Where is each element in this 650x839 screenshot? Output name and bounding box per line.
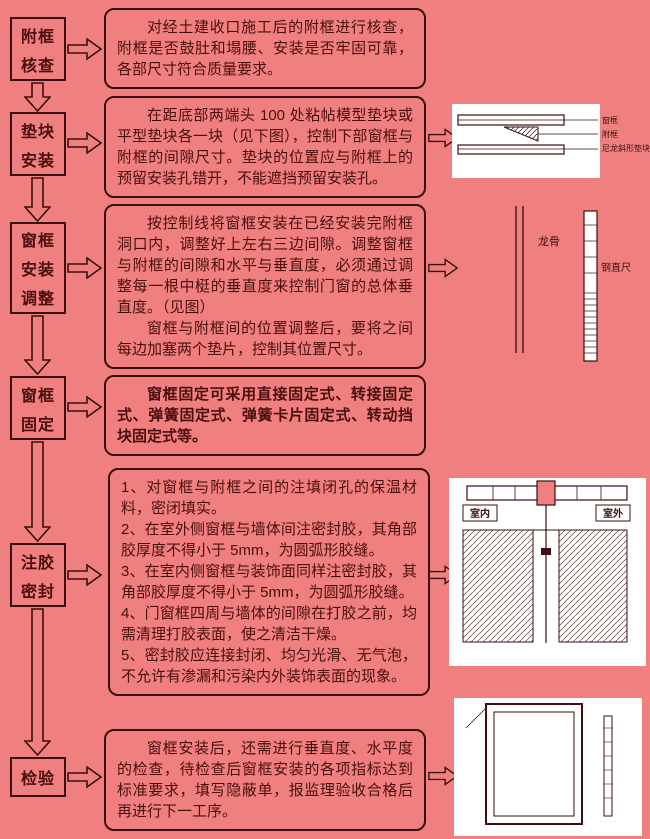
plumb-check-diagram: 龙骨 钢直尺 bbox=[515, 206, 631, 362]
step-seal-injection: 注胶 密封 bbox=[10, 543, 66, 607]
process-text: 窗框安装后，还需进行垂直度、水平度的检查，待检查后窗框安装的各项指标达到标准要求… bbox=[117, 740, 413, 820]
step-frame-fix: 窗框 固定 bbox=[10, 376, 66, 440]
process-text: 5、密封胶应连接封闭、均匀光滑、无气泡，不允许有渗漏和污染内外装饰表面的现象。 bbox=[121, 647, 417, 685]
step-label-line: 垫块 bbox=[20, 123, 55, 141]
process-text: 按控制线将窗框安装在已经安装完附框洞口内，调整好上左右三边间隙。调整窗框与附框的… bbox=[117, 215, 413, 316]
pad-diagram-label-subframe: 附框 bbox=[602, 130, 618, 139]
step-label-line: 检验 bbox=[20, 771, 55, 788]
process-text: 在距底部两端头 100 处粘帖模型垫块或平型垫块各一块（见下图），控制下部窗框与… bbox=[117, 107, 413, 187]
right-arrow-icon bbox=[67, 38, 102, 60]
step-label-line: 安装 bbox=[20, 152, 55, 170]
process-text: 窗框与附框间的位置调整后，要将之间每边加塞两个垫片，控制其位置尺寸。 bbox=[117, 320, 413, 358]
right-arrow-icon bbox=[67, 766, 102, 788]
step-label-line: 窗框 bbox=[20, 233, 55, 250]
right-arrow-icon bbox=[67, 396, 102, 418]
down-arrow-icon bbox=[24, 177, 51, 222]
step-label-line: 窗框 bbox=[20, 387, 55, 405]
process-box-frame-check: 对经土建收口施工后的附框进行核查，附框是否鼓肚和塌腰、安装是否牢固可靠，各部尺寸… bbox=[104, 8, 426, 89]
seal-label-indoor: 室内 bbox=[470, 507, 490, 520]
down-arrow-icon bbox=[24, 82, 51, 112]
process-text: 4、门窗框四周与墙体的间隙在打胶之前，均需清理打胶表面，使之清洁干燥。 bbox=[121, 605, 417, 643]
process-box-sealing: 1、对窗框与附框之间的注填闭孔的保温材料，密闭填实。 2、在室外侧窗框与墙体间注… bbox=[108, 468, 430, 696]
step-label-line: 安装 bbox=[20, 262, 55, 279]
step-label-line: 附框 bbox=[20, 28, 55, 46]
down-arrow-icon bbox=[24, 441, 51, 542]
step-label-line: 注胶 bbox=[20, 554, 55, 572]
sealing-section-diagram: 室内 室外 bbox=[449, 478, 646, 666]
right-arrow-icon bbox=[67, 257, 102, 279]
process-text: 3、在室内侧窗框与装饰面同样注密封胶，其角部胶厚度不得小于 5mm，为圆弧形胶缝… bbox=[121, 563, 417, 601]
step-pad-install: 垫块 安装 bbox=[10, 112, 66, 176]
down-arrow-icon bbox=[24, 608, 51, 756]
step-label-line: 密封 bbox=[20, 583, 55, 601]
right-arrow-icon bbox=[428, 128, 458, 148]
right-arrow-icon bbox=[428, 258, 458, 278]
step-attached-frame-check: 附框 核查 bbox=[10, 17, 66, 81]
process-text: 窗框固定可采用直接固定式、转接固定式、弹簧固定式、弹簧卡片固定式、转动挡块固定式… bbox=[117, 386, 413, 445]
process-text: 对经土建收口施工后的附框进行核查，附框是否鼓肚和塌腰、安装是否牢固可靠，各部尺寸… bbox=[117, 19, 413, 78]
right-arrow-icon bbox=[67, 132, 102, 154]
step-frame-install-adjust: 窗框 安装 调整 bbox=[10, 222, 66, 314]
step-label-line: 调整 bbox=[20, 291, 55, 308]
process-box-frame-adjust: 按控制线将窗框安装在已经安装完附框洞口内，调整好上左右三边间隙。调整窗框与附框的… bbox=[104, 204, 426, 369]
process-box-frame-fix: 窗框固定可采用直接固定式、转接固定式、弹簧固定式、弹簧卡片固定式、转动挡块固定式… bbox=[104, 375, 426, 456]
plumb-label-steel-ruler: 钢直尺 bbox=[601, 261, 631, 274]
process-box-inspection: 窗框安装后，还需进行垂直度、水平度的检查，待检查后窗框安装的各项指标达到标准要求… bbox=[104, 729, 426, 831]
step-inspection: 检验 bbox=[10, 757, 66, 797]
process-text: 1、对窗框与附框之间的注填闭孔的保温材料，密闭填实。 bbox=[121, 479, 417, 517]
plumb-label-mullion: 龙骨 bbox=[538, 235, 560, 248]
pad-diagram-label-nylon-wedge: 尼龙斜形垫块 bbox=[602, 144, 650, 153]
right-arrow-icon bbox=[67, 564, 102, 586]
process-box-pad-install: 在距底部两端头 100 处粘帖模型垫块或平型垫块各一块（见下图），控制下部窗框与… bbox=[104, 96, 426, 198]
step-label-line: 核查 bbox=[20, 57, 55, 75]
down-arrow-icon bbox=[24, 315, 51, 375]
pad-diagram-label-frame: 窗框 bbox=[602, 116, 618, 125]
right-arrow-icon bbox=[428, 766, 458, 786]
step-label-line: 固定 bbox=[20, 416, 55, 434]
seal-label-outdoor: 室外 bbox=[603, 507, 623, 520]
inspection-frame-diagram bbox=[454, 698, 642, 836]
pad-detail-diagram bbox=[452, 104, 600, 178]
process-text: 2、在室外侧窗框与墙体间注密封胶，其角部胶厚度不得小于 5mm，为圆弧形胶缝。 bbox=[121, 521, 417, 559]
